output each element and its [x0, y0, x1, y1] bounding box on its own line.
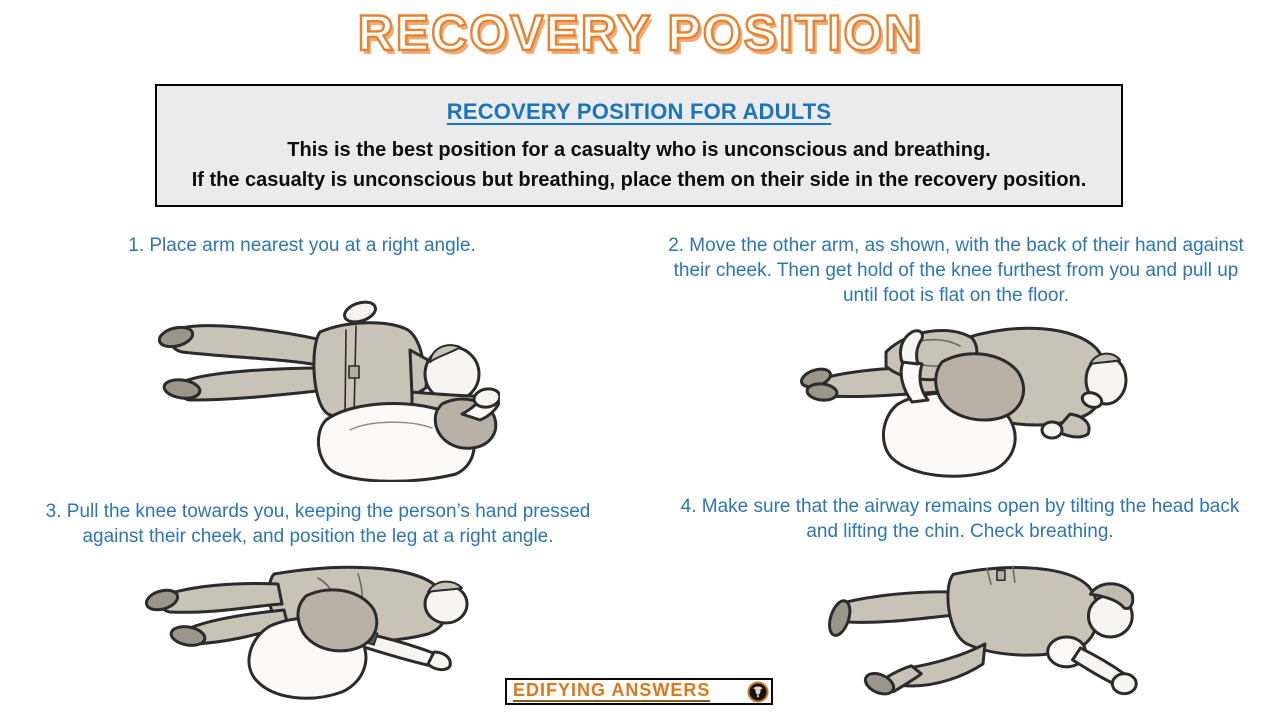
step-2-caption: 2. Move the other arm, as shown, with th… [668, 235, 1244, 306]
header-box: RECOVERY POSITION FOR ADULTS This is the… [155, 84, 1123, 207]
step-3-caption: 3. Pull the knee towards you, keeping th… [45, 501, 591, 547]
step-2-illustration [800, 326, 1128, 478]
step-4-caption: 4. Make sure that the airway remains ope… [680, 496, 1240, 542]
header-heading: RECOVERY POSITION FOR ADULTS [446, 99, 832, 124]
step-1-illustration [157, 300, 500, 482]
step-1-caption: 1. Place arm nearest you at a right angl… [128, 235, 476, 256]
header-line-1: This is the best position for a casualty… [287, 139, 991, 161]
edifying-answers-logo-text: EDIFYING ANSWERS [513, 680, 711, 702]
page-title: RECOVERY POSITION [356, 4, 923, 62]
edifying-answers-logo-icon [747, 680, 769, 703]
step-3-illustration [144, 565, 469, 700]
header-line-2: If the casualty is unconscious but breat… [191, 169, 1087, 191]
edifying-answers-logo: EDIFYING ANSWERS [505, 678, 773, 705]
step-4-illustration [828, 565, 1138, 696]
